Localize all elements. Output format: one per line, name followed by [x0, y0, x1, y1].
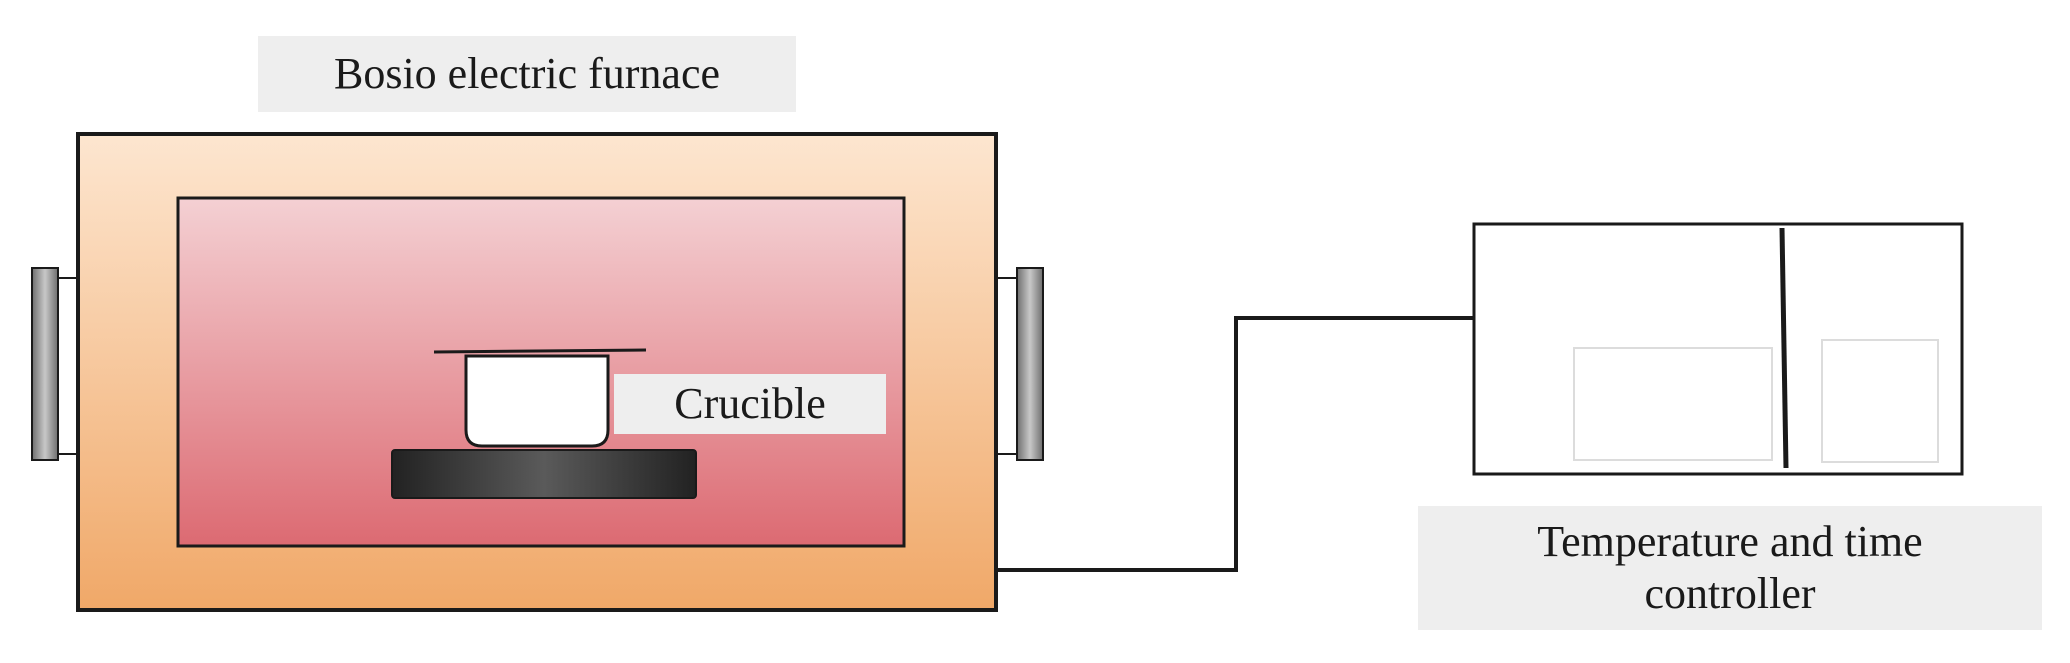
- base-plate: [391, 449, 697, 499]
- left-handle: [31, 267, 80, 461]
- right-handle: [994, 267, 1044, 461]
- furnace-label-text: Bosio electric furnace: [334, 49, 720, 98]
- controller-label-line2: controller: [1644, 569, 1815, 618]
- controller-divider: [1779, 227, 1789, 469]
- controller-box: [1472, 222, 1964, 476]
- crucible-label: Crucible: [614, 374, 886, 434]
- connection-wire: [996, 316, 1474, 572]
- controller-display: [1573, 347, 1773, 461]
- crucible: [433, 348, 647, 448]
- controller-label-line1: Temperature and time: [1537, 517, 1922, 566]
- crucible-label-text: Crucible: [674, 379, 826, 428]
- controller-panel: [1821, 339, 1939, 463]
- furnace-label: Bosio electric furnace: [258, 36, 796, 112]
- controller-label: Temperature and time controller: [1418, 506, 2042, 630]
